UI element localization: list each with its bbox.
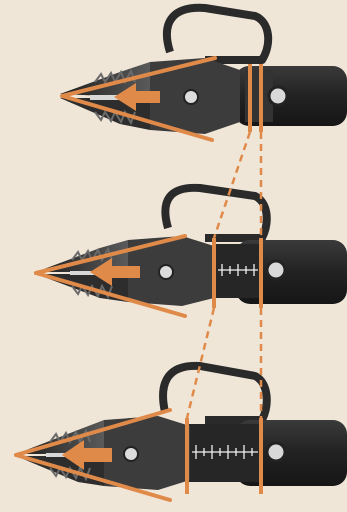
head-bolt bbox=[184, 90, 198, 104]
marker-line-b bbox=[259, 238, 263, 308]
knob bbox=[267, 443, 285, 461]
marker-line-a bbox=[212, 238, 216, 308]
knob bbox=[267, 261, 285, 279]
marker-line-a bbox=[248, 64, 252, 132]
marker-line-b bbox=[259, 64, 263, 132]
extended-shaft bbox=[186, 424, 262, 482]
marker-line-a bbox=[185, 418, 189, 494]
head-bolt bbox=[159, 265, 173, 279]
head-bolt bbox=[124, 447, 138, 461]
knob bbox=[269, 87, 287, 105]
marker-line-b bbox=[259, 418, 263, 494]
